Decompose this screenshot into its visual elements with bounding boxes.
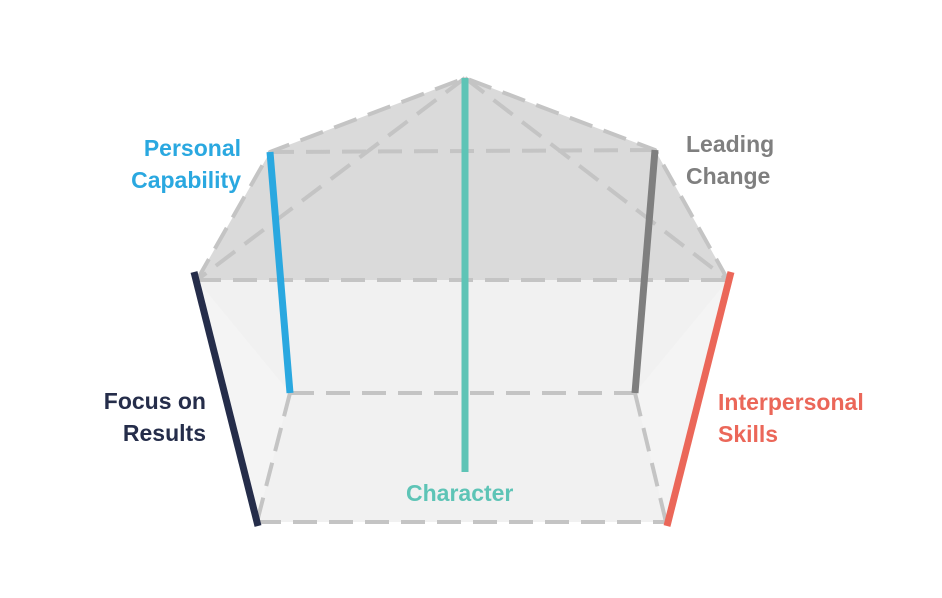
label-character: Character: [406, 477, 513, 509]
label-line: Change: [686, 163, 771, 189]
pillar-interpersonal-skills: [663, 271, 735, 527]
wall-side-left: [197, 280, 290, 522]
wall-side-right: [635, 280, 728, 522]
pillar-personal-capability: [266, 151, 294, 394]
pillar-focus-on-results: [190, 271, 262, 527]
label-focus-on-results: Focus on Results: [104, 385, 206, 449]
label-line: Personal: [143, 135, 241, 161]
label-line: Results: [122, 420, 206, 446]
label-line: Leading: [686, 131, 775, 157]
label-line: Skills: [718, 421, 779, 447]
label-line: Interpersonal: [718, 389, 864, 415]
label-line: Focus on: [103, 388, 206, 414]
label-personal-capability: Personal Capability: [131, 132, 241, 196]
label-leading-change: Leading Change: [686, 128, 774, 192]
pillar-leading-change: [631, 149, 659, 394]
label-line: Character: [406, 480, 514, 506]
label-interpersonal-skills: Interpersonal Skills: [718, 386, 864, 450]
label-line: Capability: [131, 167, 241, 193]
